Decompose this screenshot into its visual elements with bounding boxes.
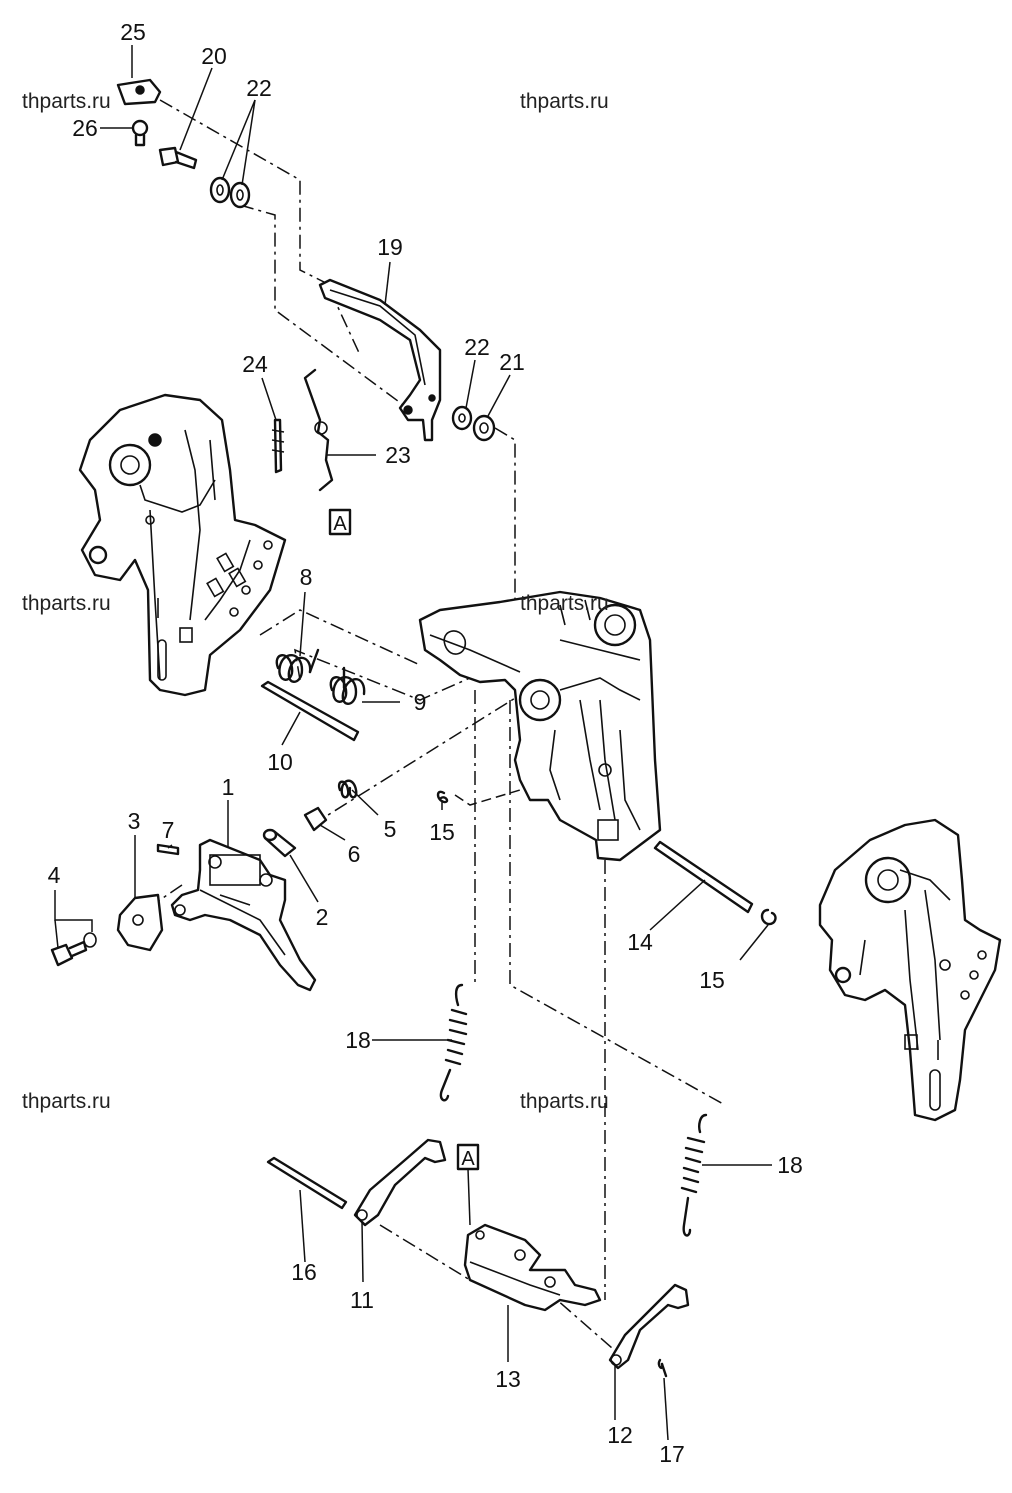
callout-26: 26 <box>72 115 98 141</box>
grease-nipple-26 <box>131 119 149 147</box>
callout-16: 16 <box>291 1259 317 1285</box>
watermark-low-left: thparts.ru <box>22 1090 111 1113</box>
callout-7: 7 <box>162 817 175 843</box>
bolt-20 <box>158 146 198 170</box>
callout-numbers: 25 26 20 22 19 22 21 24 23 8 9 10 1 7 3 … <box>48 19 803 1467</box>
pin-16 <box>266 1156 348 1210</box>
clip-15-left <box>436 790 449 804</box>
plate-13 <box>463 1223 602 1312</box>
callout-15-left: 15 <box>429 819 455 845</box>
watermark-low-right: thparts.ru <box>520 1090 609 1113</box>
watermark-mid-right: thparts.ru <box>520 592 609 615</box>
callout-3: 3 <box>128 808 141 834</box>
spring-18-right <box>680 1113 708 1237</box>
pin-7 <box>156 843 180 856</box>
watermark-top-left: thparts.ru <box>22 90 111 113</box>
callout-11: 11 <box>350 1287 374 1313</box>
spring-8 <box>275 648 320 683</box>
left-clamp-bracket <box>78 393 287 697</box>
washer-21 <box>472 414 496 442</box>
callout-12: 12 <box>607 1422 633 1448</box>
plunger-6 <box>303 806 328 832</box>
callout-25: 25 <box>120 19 146 45</box>
callout-19: 19 <box>377 234 403 260</box>
ref-mark-a-lower: A <box>456 1143 480 1226</box>
callout-14: 14 <box>627 929 653 955</box>
callout-8: 8 <box>300 564 313 590</box>
callout-22-right: 22 <box>464 334 490 360</box>
callout-24: 24 <box>242 351 268 377</box>
bracket-plate-25 <box>116 78 162 106</box>
ref-mark-a-lower-text: A <box>461 1148 475 1170</box>
lever-11 <box>353 1138 447 1227</box>
callout-22-top: 22 <box>246 75 272 101</box>
callout-13: 13 <box>495 1366 521 1392</box>
callout-2: 2 <box>316 904 329 930</box>
watermarks: thparts.ru thparts.ru thparts.ru thparts… <box>22 90 609 1113</box>
spring-18-left <box>439 983 468 1102</box>
washers-22-top <box>209 176 251 209</box>
right-clamp-bracket <box>818 818 1002 1122</box>
callout-15-right: 15 <box>699 967 725 993</box>
watermark-top-right: thparts.ru <box>520 90 609 113</box>
spring-wire-23 <box>303 368 334 492</box>
cotter-pin-17 <box>657 1358 668 1378</box>
clip-15-right <box>760 908 777 926</box>
leader-lines <box>54 45 772 1441</box>
callout-5: 5 <box>384 816 397 842</box>
spring-9 <box>329 666 366 705</box>
callout-6: 6 <box>348 841 361 867</box>
callout-20: 20 <box>201 43 227 69</box>
swivel-bracket-center <box>418 590 662 862</box>
tilt-lock-lever-1 <box>170 838 317 992</box>
callout-21: 21 <box>499 349 525 375</box>
shaft-14 <box>653 840 754 914</box>
ref-mark-a-upper-text: A <box>333 513 347 535</box>
callout-17: 17 <box>659 1441 685 1467</box>
spring-5 <box>337 779 358 799</box>
washer-22-right <box>451 405 473 431</box>
callout-18-left: 18 <box>345 1027 371 1053</box>
watermark-mid-left: thparts.ru <box>22 592 111 615</box>
callout-23: 23 <box>385 442 411 468</box>
plate-3 <box>116 893 164 952</box>
bolt-4 <box>50 932 97 967</box>
callout-18-right: 18 <box>777 1152 803 1178</box>
pin-24 <box>271 418 285 474</box>
collar-2 <box>262 828 297 858</box>
lever-12 <box>608 1283 690 1370</box>
callout-9: 9 <box>414 689 427 715</box>
ref-mark-a-upper: A <box>328 508 352 536</box>
rod-10 <box>260 680 360 742</box>
tilt-lock-bracket-19 <box>318 278 442 442</box>
callout-4: 4 <box>48 862 61 888</box>
callout-1: 1 <box>222 774 235 800</box>
callout-10: 10 <box>267 749 293 775</box>
